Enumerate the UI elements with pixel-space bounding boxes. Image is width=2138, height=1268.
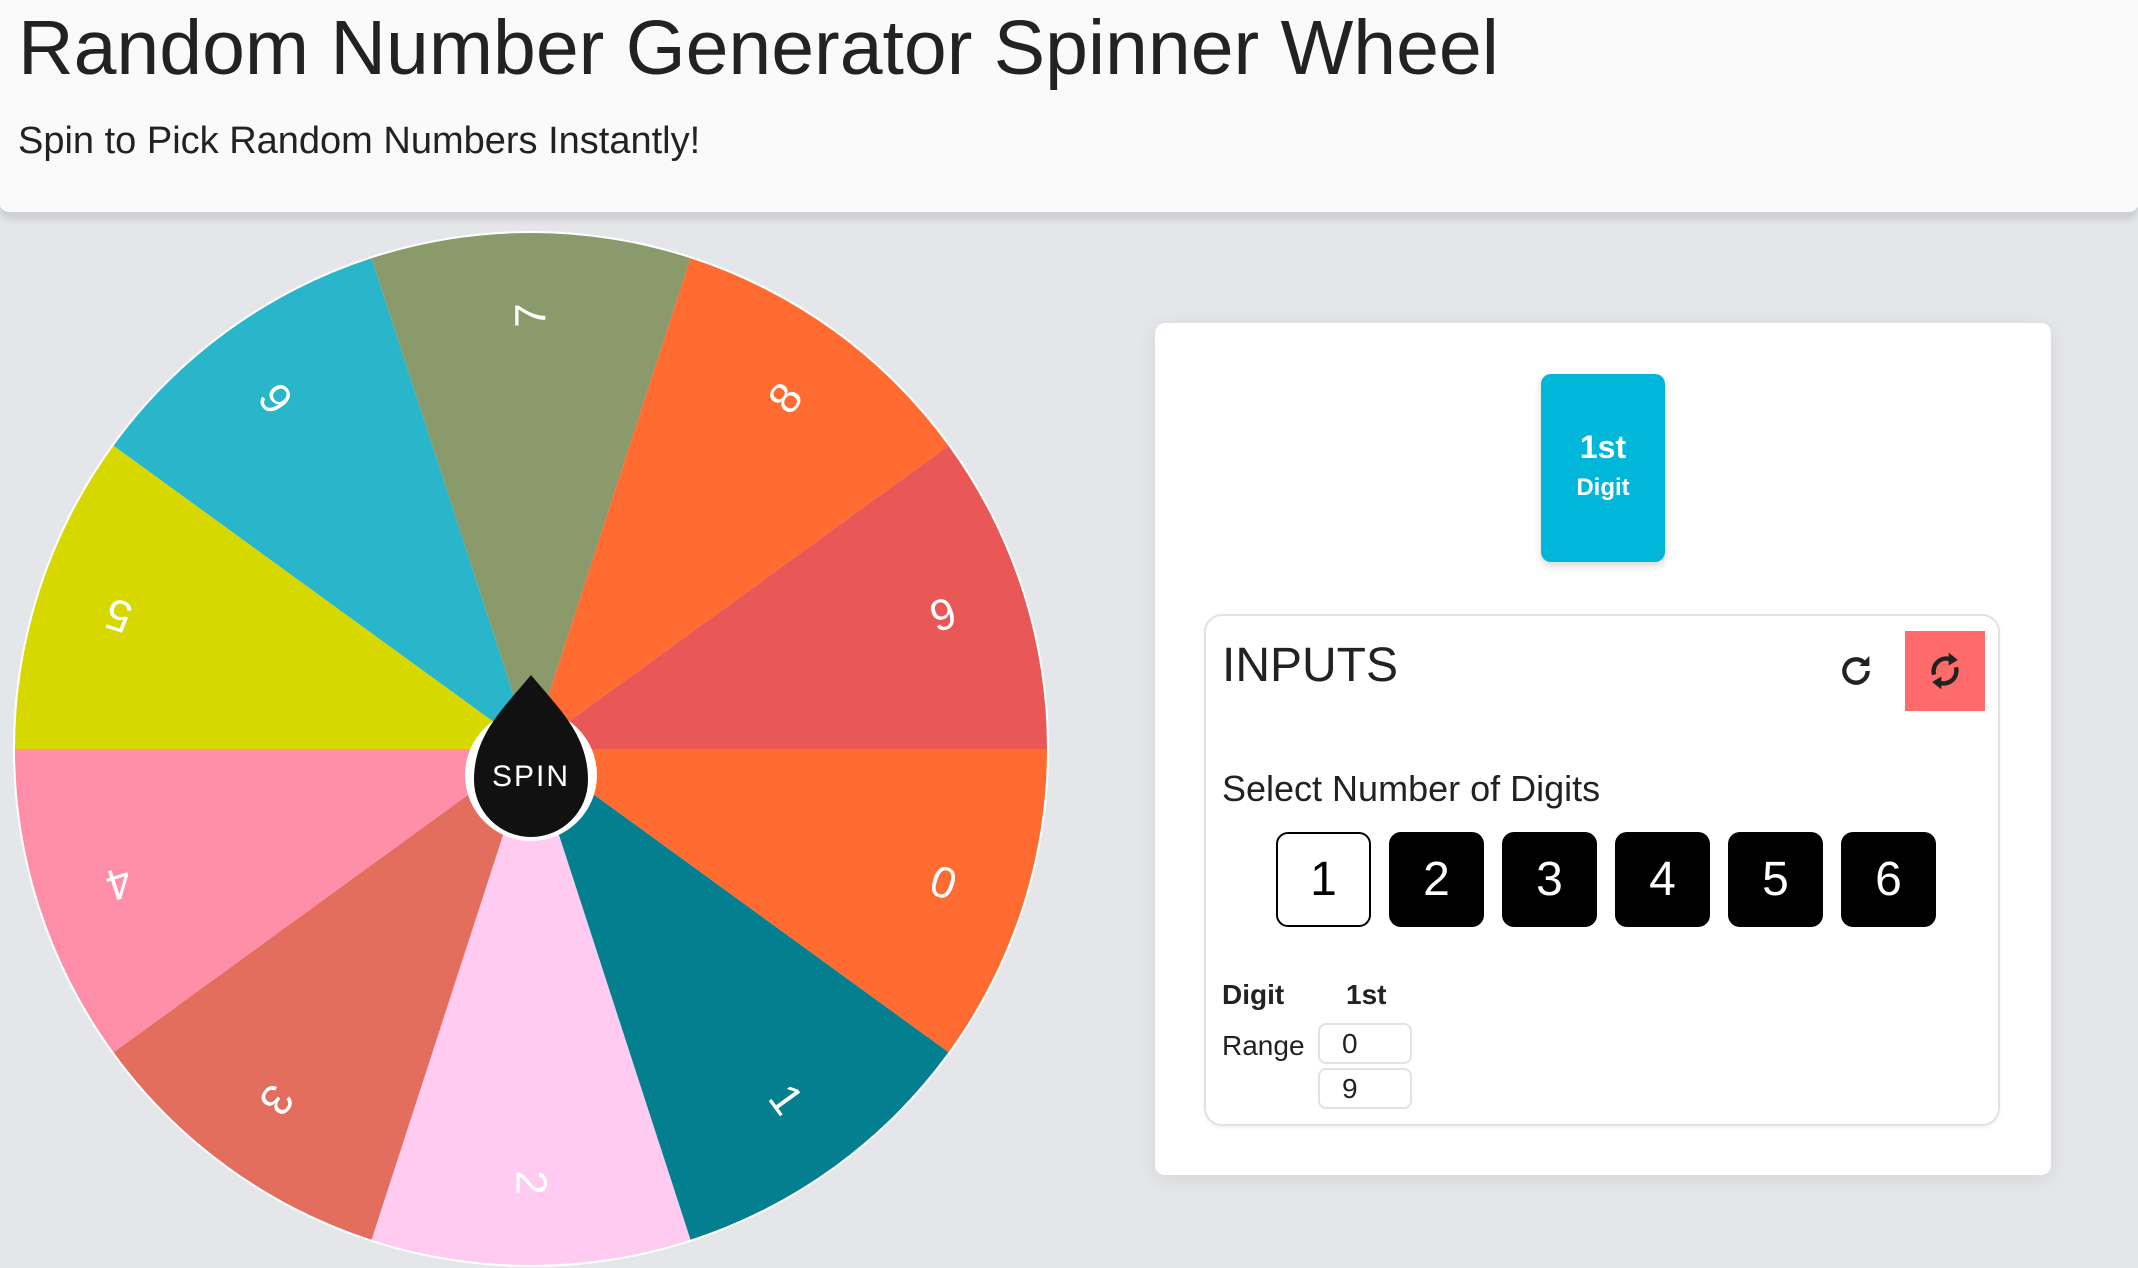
page-header: Random Number Generator Spinner Wheel Sp… — [0, 0, 2138, 215]
tile-ordinal: 1st — [1579, 429, 1627, 465]
range-max-input[interactable] — [1318, 1068, 1412, 1109]
wheel-segment-6 — [113, 258, 531, 749]
wheel-segment-2 — [371, 749, 691, 1265]
inputs-title: INPUTS — [1222, 639, 1399, 692]
digit-header: Digit — [1222, 979, 1285, 1010]
wheel-segment-label: 2 — [507, 1170, 556, 1194]
reset-button[interactable] — [1905, 631, 1985, 711]
wheel-segment-9 — [531, 445, 1047, 749]
digit-column-header: 1st — [1346, 979, 1387, 1010]
page-subtitle: Spin to Pick Random Numbers Instantly! — [18, 120, 701, 162]
digit-count-4-button[interactable]: 4 — [1615, 832, 1710, 927]
wheel-segment-0 — [531, 749, 1047, 1053]
refresh-button[interactable] — [1821, 636, 1891, 706]
refresh-icon — [1842, 656, 1870, 685]
inputs-panel: INPUTS Select Number of Digits 1 2 3 4 5… — [1204, 614, 2000, 1126]
sync-icon — [1931, 652, 1959, 690]
range-min-input[interactable] — [1318, 1023, 1412, 1064]
digit-count-2-button[interactable]: 2 — [1389, 832, 1484, 927]
wheel-segment-8 — [531, 258, 949, 749]
page-title: Random Number Generator Spinner Wheel — [18, 5, 1499, 91]
range-label: Range — [1222, 1030, 1305, 1061]
digit-count-selector: 1 2 3 4 5 6 — [1276, 832, 1936, 927]
wheel-segment-3 — [113, 749, 531, 1240]
select-digits-label: Select Number of Digits — [1222, 768, 1601, 809]
digit-count-5-button[interactable]: 5 — [1728, 832, 1823, 927]
wheel-segment-label: 7 — [507, 303, 556, 327]
tile-label: Digit — [1576, 474, 1630, 501]
wheel-segment-4 — [15, 749, 531, 1053]
control-card: 1st Digit INPUTS Select Number of Digits… — [1155, 323, 2051, 1175]
digit-count-3-button[interactable]: 3 — [1502, 832, 1597, 927]
wheel-segment-5 — [15, 445, 531, 749]
wheel-segment-7 — [371, 233, 691, 749]
spin-label: SPIN — [492, 760, 570, 793]
result-digit-tile: 1st Digit — [1541, 374, 1665, 562]
digit-count-1-button[interactable]: 1 — [1276, 832, 1371, 927]
digit-count-6-button[interactable]: 6 — [1841, 832, 1936, 927]
wheel-segment-1 — [531, 749, 949, 1240]
spin-button[interactable]: SPIN — [465, 675, 597, 841]
pointer-drop-icon — [474, 675, 588, 837]
